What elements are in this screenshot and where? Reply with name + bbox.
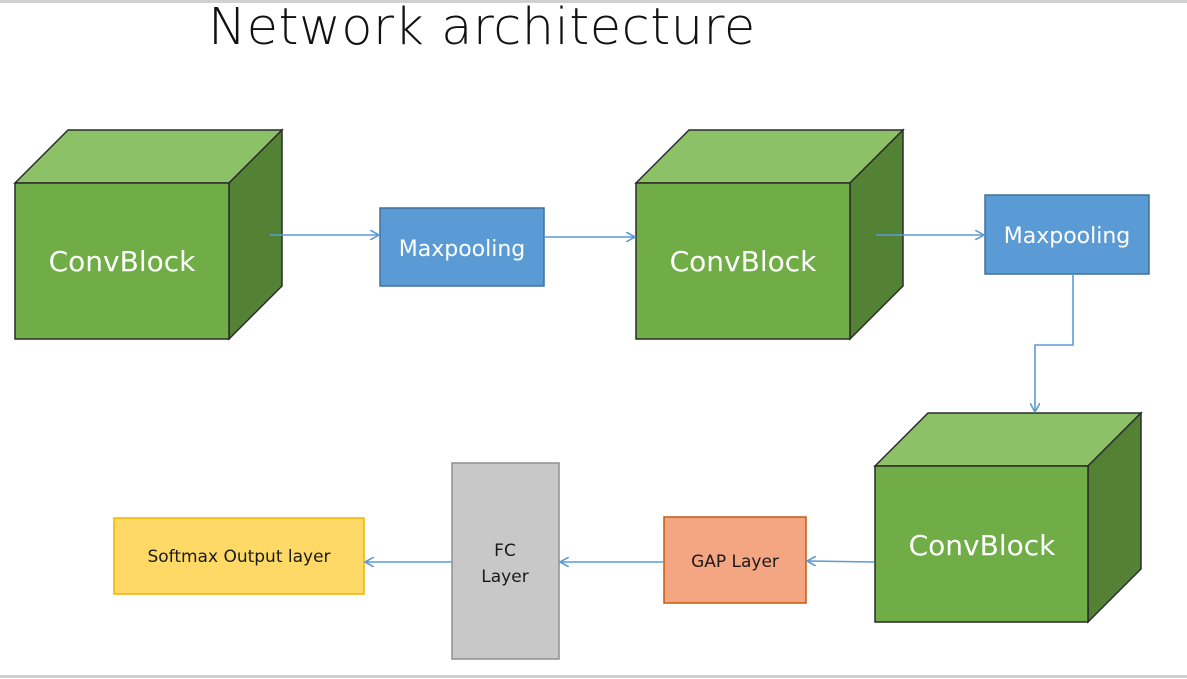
softmax-output-node: Softmax Output layer bbox=[113, 517, 365, 595]
top-divider bbox=[0, 0, 1187, 3]
bottom-divider bbox=[0, 675, 1187, 678]
maxpooling-2-label: Maxpooling bbox=[1004, 224, 1131, 249]
fc-layer-label-line2: Layer bbox=[481, 567, 528, 587]
convblock-2-node: ConvBlock bbox=[634, 128, 905, 341]
gap-layer-label: GAP Layer bbox=[691, 552, 779, 572]
maxpooling-1-node: Maxpooling bbox=[379, 207, 545, 287]
convblock-2-label: ConvBlock bbox=[670, 245, 818, 278]
fc-layer-node: FC Layer bbox=[451, 462, 560, 660]
edge-maxpooling2-to-convblock3 bbox=[1035, 274, 1074, 411]
convblock-1-label: ConvBlock bbox=[49, 245, 197, 278]
maxpooling-2-node: Maxpooling bbox=[984, 194, 1150, 275]
gap-layer-node: GAP Layer bbox=[663, 516, 807, 604]
edge-convblock3-to-gap bbox=[808, 561, 875, 562]
fc-layer-label-line1: FC bbox=[494, 541, 516, 561]
convblock-1-node: ConvBlock bbox=[13, 128, 284, 341]
maxpooling-1-label: Maxpooling bbox=[399, 237, 526, 262]
convblock-3-node: ConvBlock bbox=[873, 411, 1143, 624]
convblock-3-label: ConvBlock bbox=[909, 529, 1057, 562]
softmax-output-label: Softmax Output layer bbox=[147, 547, 330, 567]
slide-title: Network architecture bbox=[208, 0, 756, 57]
